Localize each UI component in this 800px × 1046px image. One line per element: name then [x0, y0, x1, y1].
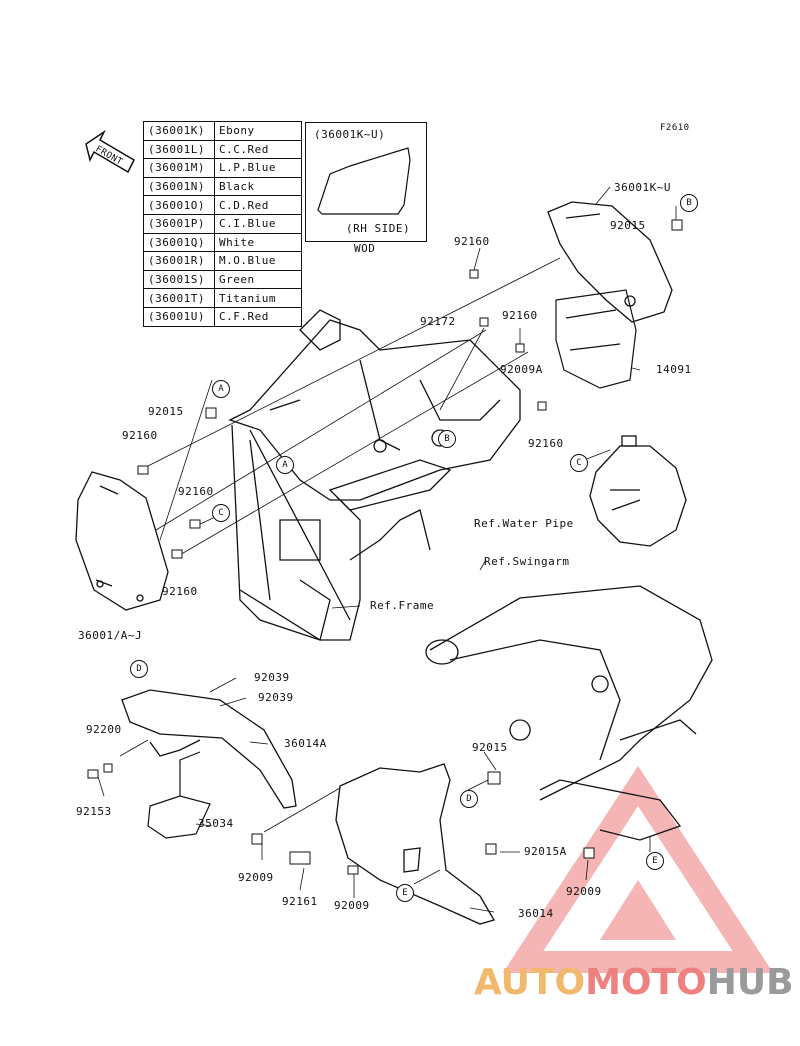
side-cover-lh-drawing [75, 471, 169, 611]
color-table-row: (36001K)Ebony [143, 121, 302, 141]
label-14091: 14091 [656, 363, 692, 376]
watermark-triangle [502, 765, 774, 973]
label-92015-mid: 92015 [472, 741, 508, 754]
rh-side-inset-box: (36001K~U) (RH SIDE) [305, 122, 427, 242]
swingarm-drawing [425, 585, 713, 841]
color-table-row: (36001M)L.P.Blue [143, 158, 302, 178]
color-table-row: (36001L)C.C.Red [143, 139, 302, 160]
callout-d-mid: D [460, 790, 478, 808]
color-code-table: (36001K)Ebony(36001L)C.C.Red(36001M)L.P.… [143, 121, 302, 327]
color-code-cell: (36001U) [143, 306, 215, 327]
color-table-row: (36001N)Black [143, 176, 302, 197]
label-ref-frame: Ref.Frame [370, 599, 435, 612]
color-name-cell: C.C.Red [214, 139, 302, 160]
color-code-cell: (36001T) [143, 288, 215, 308]
color-name-cell: C.F.Red [214, 306, 302, 327]
color-table-row: (36001U)C.F.Red [143, 306, 302, 327]
label-92160-f: 92160 [162, 585, 198, 598]
label-92160-d: 92160 [528, 437, 564, 450]
label-92200: 92200 [86, 723, 122, 736]
chain-cover-36014-drawing [335, 763, 495, 925]
color-name-cell: Black [214, 176, 302, 197]
label-92172: 92172 [420, 315, 456, 328]
label-92015-left: 92015 [148, 405, 184, 418]
bracket-35034-drawing [147, 751, 211, 839]
label-92039-b: 92039 [258, 691, 294, 704]
callout-a-left: A [212, 380, 230, 398]
watermark-part-moto: MOTO [585, 962, 707, 1003]
color-code-cell: (36001Q) [143, 232, 215, 253]
chain-cover-36014a-drawing [121, 689, 297, 809]
watermark-part-hub: HUB [706, 962, 794, 1003]
color-code-cell: (36001R) [143, 251, 215, 271]
callout-b-frame: B [438, 430, 456, 448]
label-92009-b: 92009 [334, 899, 370, 912]
color-table-row: (36001S)Green [143, 269, 302, 290]
callout-a-frame: A [276, 456, 294, 474]
color-code-cell: (36001L) [143, 139, 215, 160]
label-92160-b: 92160 [502, 309, 538, 322]
front-arrow-icon [85, 129, 135, 174]
water-pump-cover-drawing [589, 435, 687, 547]
fasteners [87, 219, 683, 875]
label-35034: 35034 [198, 817, 234, 830]
rh-side-cover-inset-icon [317, 147, 411, 215]
color-code-cell: (36001P) [143, 213, 215, 234]
color-code-cell: (36001O) [143, 195, 215, 215]
watermark-logo: AUTOMOTOHUB [474, 962, 794, 1003]
figure-code: F2610 [660, 123, 690, 133]
bracket-14091-drawing [555, 289, 637, 389]
label-92009a: 92009A [500, 363, 543, 376]
color-code-cell: (36001M) [143, 158, 215, 178]
color-name-cell: C.D.Red [214, 195, 302, 215]
label-92015-top: 92015 [610, 219, 646, 232]
label-36014: 36014 [518, 907, 554, 920]
callout-e-mid: E [396, 884, 414, 902]
color-table-row: (36001Q)White [143, 232, 302, 253]
color-name-cell: Green [214, 269, 302, 290]
color-table-row: (36001P)C.I.Blue [143, 213, 302, 234]
inset-title: (36001K~U) [314, 128, 386, 141]
color-table-row: (36001R)M.O.Blue [143, 251, 302, 271]
color-name-cell: C.I.Blue [214, 213, 302, 234]
color-code-cell: (36001N) [143, 176, 215, 197]
label-92160-a: 92160 [454, 235, 490, 248]
color-name-cell: White [214, 232, 302, 253]
watermark-part-auto: AUTO [474, 962, 586, 1003]
callout-d-left: D [130, 660, 148, 678]
callout-c-pump: C [570, 454, 588, 472]
color-table-row: (36001O)C.D.Red [143, 195, 302, 215]
inset-subtitle: (RH SIDE) [346, 222, 411, 235]
label-ref-water-pipe: Ref.Water Pipe [474, 517, 574, 530]
label-36001aj: 36001/A~J [78, 629, 143, 642]
label-36014a: 36014A [284, 737, 327, 750]
label-92015a: 92015A [524, 845, 567, 858]
label-92009-a: 92009 [238, 871, 274, 884]
label-36001ku: 36001K~U [614, 181, 671, 194]
color-code-cell: (36001S) [143, 269, 215, 290]
frame-drawing [228, 309, 521, 642]
color-name-cell: M.O.Blue [214, 251, 302, 271]
color-table-row: (36001T)Titanium [143, 288, 302, 308]
callout-b-top: B [680, 194, 698, 212]
callout-e-right: E [646, 852, 664, 870]
callout-c-left: C [212, 504, 230, 522]
leader-lines [95, 186, 677, 913]
label-92009-c: 92009 [566, 885, 602, 898]
label-92161: 92161 [282, 895, 318, 908]
label-ref-swingarm: Ref.Swingarm [484, 555, 570, 568]
label-92160-c: 92160 [122, 429, 158, 442]
color-name-cell: L.P.Blue [214, 158, 302, 178]
label-92039-a: 92039 [254, 671, 290, 684]
color-name-cell: Ebony [214, 121, 302, 141]
label-92153: 92153 [76, 805, 112, 818]
inset-caption: WOD [354, 242, 376, 255]
label-92160-e: 92160 [178, 485, 214, 498]
color-code-cell: (36001K) [143, 121, 215, 141]
color-name-cell: Titanium [214, 288, 302, 308]
